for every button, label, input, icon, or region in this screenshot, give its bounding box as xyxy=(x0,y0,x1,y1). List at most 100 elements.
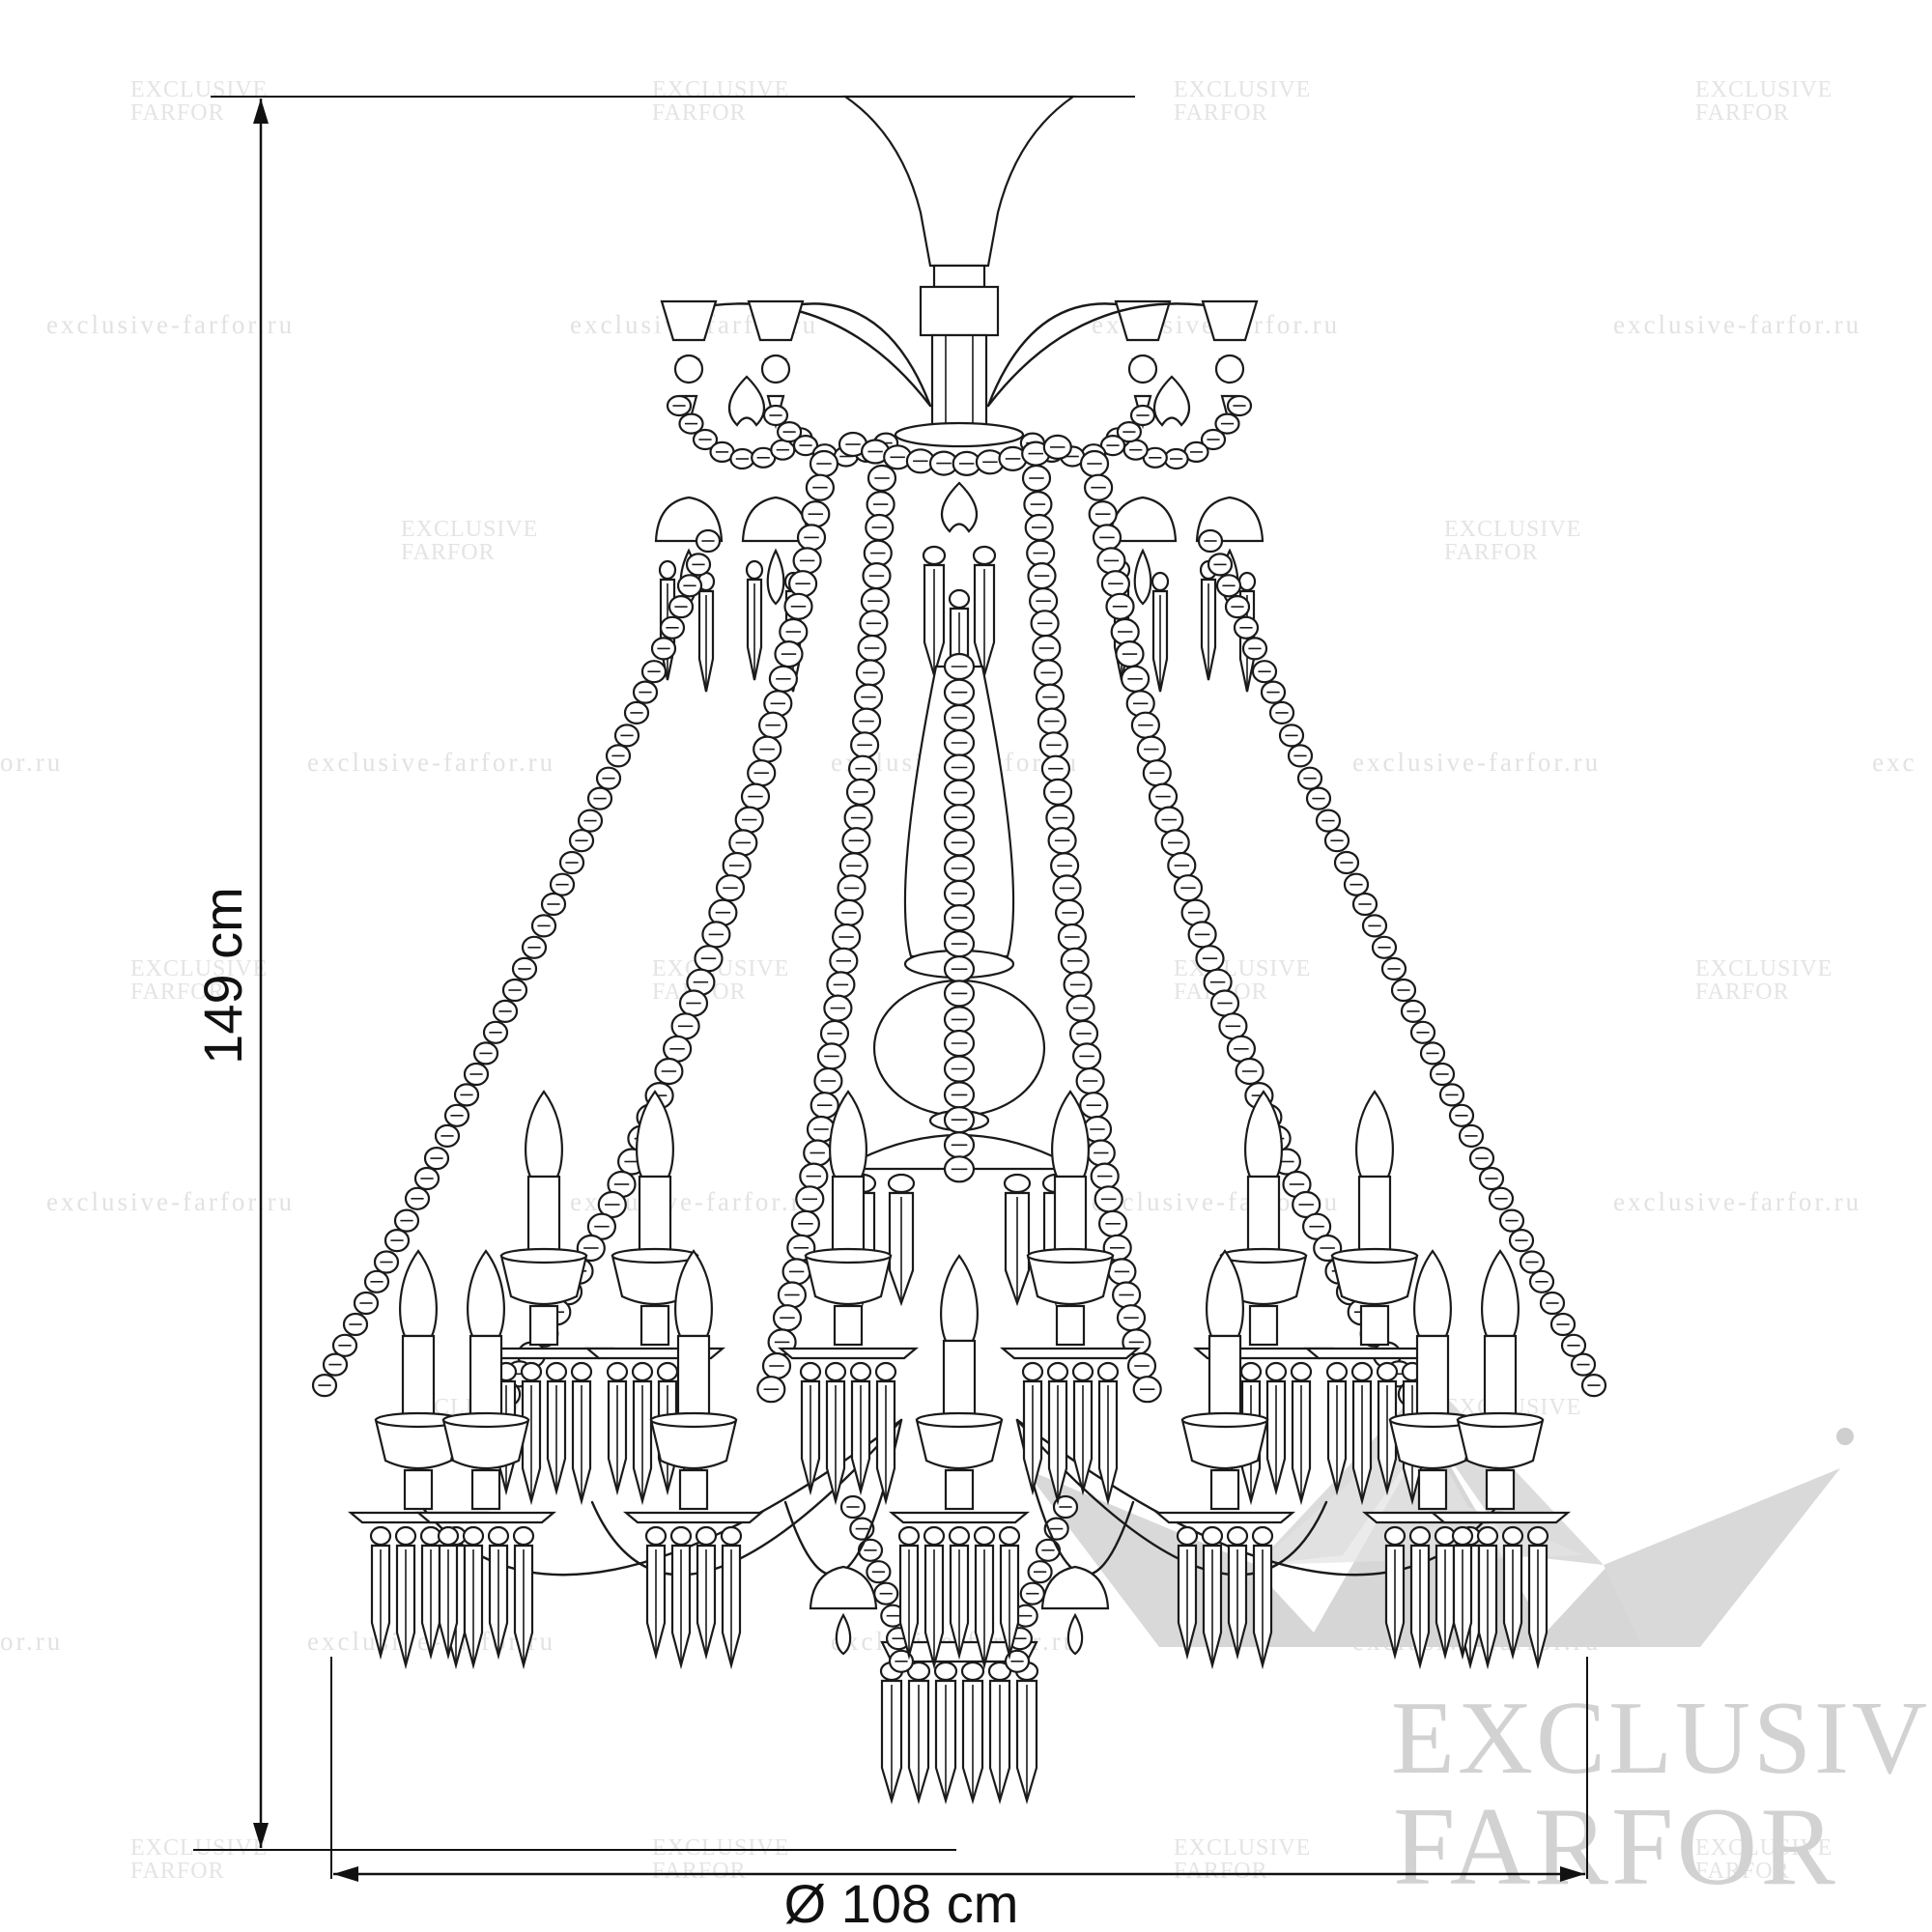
prism-cap xyxy=(849,1361,872,1382)
canopy-cup xyxy=(841,95,1077,268)
watermark-text: EXCLUSIVE xyxy=(1695,956,1833,981)
watermark-url: exclusive-farfor.ru xyxy=(46,310,295,339)
candle-stem xyxy=(528,1304,559,1347)
watermark-text: FARFOR xyxy=(652,1859,747,1884)
prism-cap xyxy=(1071,1361,1094,1382)
prism-cap xyxy=(1290,1361,1313,1382)
candle-flame-bulb xyxy=(1413,1249,1452,1338)
prism-cap xyxy=(695,1525,718,1547)
candle-stem xyxy=(678,1468,709,1511)
prism-cap xyxy=(1096,1361,1120,1382)
crystal-bead xyxy=(673,354,704,384)
watermark-text: EXCLUSIVE xyxy=(1174,1835,1311,1861)
arm-cup xyxy=(1201,299,1259,342)
watermark-url: exclusive-farfor.ru xyxy=(1613,310,1861,339)
candle-flame-bulb xyxy=(1355,1090,1394,1179)
candle-cup xyxy=(374,1418,463,1470)
prism-cap xyxy=(656,1361,679,1382)
watermark-text: FARFOR xyxy=(401,540,496,565)
candle-stem xyxy=(1417,1468,1448,1511)
arm-cup xyxy=(747,299,805,342)
crystal-bell xyxy=(809,1565,878,1610)
candle-cup-rim xyxy=(1180,1411,1269,1429)
bobeche xyxy=(999,1347,1142,1360)
center-pendants xyxy=(922,545,997,704)
prism-cap xyxy=(1151,571,1170,592)
prism-cap xyxy=(658,559,677,581)
watermark-text: FARFOR xyxy=(1695,980,1790,1005)
candle-sleeve xyxy=(1483,1334,1518,1422)
candle-flame-bulb xyxy=(399,1249,438,1338)
candle-sleeve xyxy=(1357,1175,1392,1258)
candle-sleeve xyxy=(1246,1175,1281,1258)
prism-cap xyxy=(1350,1361,1374,1382)
arm-cup xyxy=(1114,299,1172,342)
watermark-text: EXCLUSIVE xyxy=(130,956,268,981)
arrow-right-icon xyxy=(1560,1866,1585,1882)
bottom-pendant xyxy=(879,1640,1039,1804)
prism-cap xyxy=(1376,1361,1399,1382)
leaf-ornament xyxy=(940,481,979,533)
prism-cap xyxy=(874,1361,897,1382)
candle-stem xyxy=(470,1468,501,1511)
candle-stem xyxy=(403,1468,434,1511)
prism-cap xyxy=(922,545,947,566)
candle-sleeve xyxy=(831,1175,866,1258)
watermark-text: FARFOR xyxy=(1695,1859,1790,1884)
prism-cap xyxy=(644,1525,668,1547)
chandelier-illustration xyxy=(311,95,1607,1804)
teardrop xyxy=(766,548,785,606)
prism-cap xyxy=(1237,571,1257,592)
bobeche xyxy=(1153,1511,1296,1524)
candle-flame-bulb xyxy=(525,1090,563,1179)
prism-cap xyxy=(1408,1525,1432,1547)
candle-cup-rim xyxy=(1456,1411,1545,1429)
candle-stem xyxy=(639,1304,670,1347)
candle-sleeve xyxy=(1208,1334,1242,1422)
prism-cap xyxy=(960,1661,985,1682)
candle-stem xyxy=(1248,1304,1279,1347)
prism-cap xyxy=(972,545,997,566)
candle-stem xyxy=(1055,1304,1086,1347)
prism-cap xyxy=(1226,1525,1249,1547)
prism-cap xyxy=(720,1525,743,1547)
watermark-text: EXCLUSIVE xyxy=(652,77,789,102)
leaf-ornaments xyxy=(727,375,1191,533)
bobeche xyxy=(1429,1511,1572,1524)
bobeche xyxy=(888,1511,1031,1524)
candle-cup xyxy=(1026,1254,1115,1306)
crown-garland xyxy=(838,431,1072,476)
candle-cup xyxy=(1180,1418,1269,1470)
watermark-text: EXCLUSIVE xyxy=(1695,1835,1833,1861)
watermark-url: exclusive-farfor.ru xyxy=(46,1187,295,1216)
watermark-text: EXCLUSIVE xyxy=(1174,956,1311,981)
candles-front-row xyxy=(347,1249,1572,1670)
candle-sleeve xyxy=(942,1339,977,1422)
candle-cup xyxy=(1330,1254,1419,1306)
crystal-bead xyxy=(1214,354,1245,384)
diameter-dimension: Ø 108 cm xyxy=(330,1657,1588,1932)
candle-cup xyxy=(1388,1418,1477,1470)
prism-cap xyxy=(520,1361,543,1382)
candle-cup-rim xyxy=(611,1247,699,1264)
watermark-url: exc xyxy=(1872,748,1917,777)
prism-cap xyxy=(1251,1525,1274,1547)
candle-sleeve xyxy=(1415,1334,1450,1422)
prism-cap xyxy=(570,1361,593,1382)
prism-cap xyxy=(948,1525,971,1547)
candle-cup-rim xyxy=(499,1247,588,1264)
candle-flame-bulb xyxy=(467,1249,505,1338)
watermark-text: EXCLUSIVE xyxy=(652,1835,789,1861)
watermark-text: FARFOR xyxy=(1174,1859,1268,1884)
candle-cup xyxy=(441,1418,530,1470)
watermark-text: FARFOR xyxy=(652,100,747,126)
prism-cap xyxy=(631,1361,654,1382)
candle-cup-rim xyxy=(1026,1247,1115,1264)
watermark-text: EXCLUSIVE xyxy=(401,517,538,542)
prism-cap xyxy=(462,1525,485,1547)
logo-text-line1: EXCLUSIVE xyxy=(1391,1681,1932,1796)
watermark-text: FARFOR xyxy=(1174,100,1268,126)
outer-chain xyxy=(1197,528,1607,1398)
prism-cap xyxy=(887,1173,916,1194)
stem-ring xyxy=(894,421,1025,448)
